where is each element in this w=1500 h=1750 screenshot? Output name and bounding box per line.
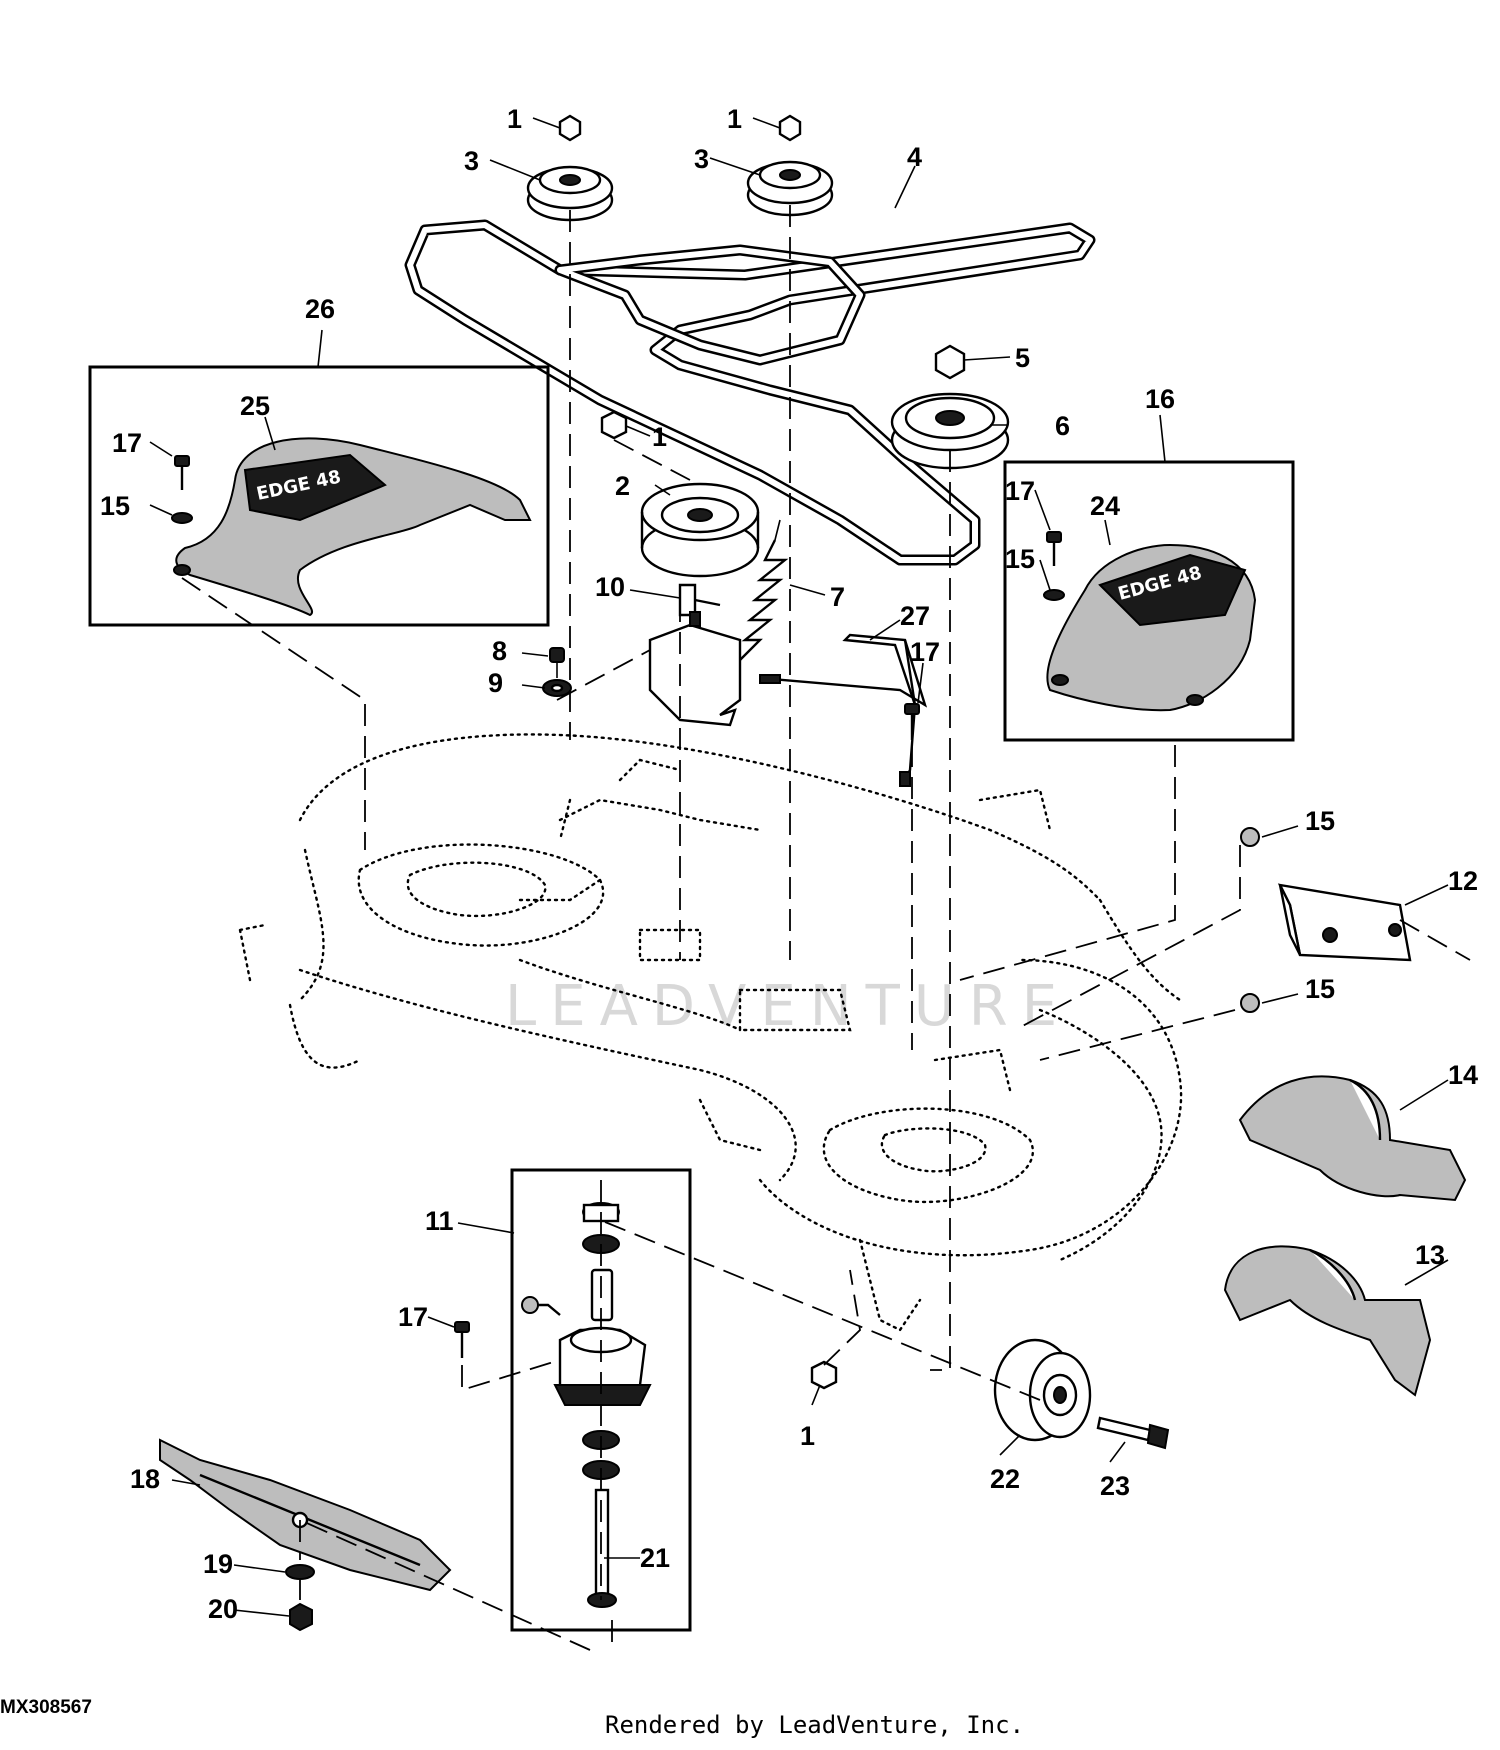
- gauge-wheel: [993, 1338, 1092, 1442]
- watermark: LEADVENTURE: [505, 974, 1071, 1039]
- callout-c18: 18: [130, 1464, 160, 1494]
- callout-c5: 5: [1015, 343, 1030, 373]
- wheel-bolt: [1096, 1416, 1170, 1450]
- callout-c20: 20: [208, 1594, 238, 1624]
- callout-c25: 25: [240, 391, 270, 421]
- callout-c1b: 1: [727, 104, 742, 134]
- callout-c11: 11: [425, 1206, 454, 1236]
- callout-c3a: 3: [464, 146, 479, 176]
- callout-c26: 26: [305, 294, 335, 324]
- mandrel-cover-left: EDGE 48: [173, 437, 532, 617]
- idler-arm-bracket: [648, 583, 742, 727]
- mower-blade: [159, 1438, 452, 1592]
- washer-15a: [171, 512, 193, 524]
- callout-c22: 22: [990, 1464, 1020, 1494]
- nut-20: [289, 1602, 313, 1632]
- callout-c15a: 15: [100, 491, 130, 521]
- screw-17d: [454, 1321, 470, 1358]
- idler-pulley-tensioner: [640, 482, 760, 578]
- callout-c6: 6: [1055, 411, 1070, 441]
- clip-15d: [1240, 993, 1260, 1013]
- callout-c1c: 1: [652, 422, 667, 452]
- callout-labels: 1 1 1 1 3 3 4 5 6 26 25 17 15 2 16 17 24…: [100, 104, 1478, 1624]
- bracket-12: [1277, 883, 1471, 962]
- callout-c4: 4: [907, 142, 922, 172]
- spindle-assembly: [521, 1202, 652, 1608]
- callout-c17c: 17: [910, 637, 940, 667]
- render-credit: Rendered by LeadVenture, Inc.: [605, 1711, 1024, 1739]
- idler-pulley-center: [746, 160, 834, 217]
- mandrel-cover-right: EDGE 48: [1046, 543, 1257, 712]
- clip-15c: [1240, 827, 1260, 847]
- callout-c1d: 1: [800, 1421, 815, 1451]
- callout-leaders: [149, 117, 1449, 1617]
- washer-19: [285, 1564, 315, 1580]
- callout-c7: 7: [830, 582, 845, 612]
- washer-15b: [1043, 589, 1065, 601]
- assembly-lines: [181, 205, 1241, 1651]
- callout-c23: 23: [1100, 1471, 1130, 1501]
- screw-17a: [174, 455, 190, 490]
- callout-c13: 13: [1415, 1240, 1445, 1270]
- screw-17c: [904, 703, 920, 740]
- hex-nut: [558, 114, 838, 1390]
- detail-box-16: [1003, 460, 1295, 742]
- callout-c27: 27: [900, 601, 930, 631]
- deflector-13: [1223, 1245, 1432, 1397]
- detail-box-26: [88, 365, 550, 627]
- drive-pulley: [890, 344, 1010, 470]
- callout-c12: 12: [1448, 866, 1478, 896]
- callout-c1a: 1: [507, 104, 522, 134]
- callout-c17a: 17: [112, 428, 142, 458]
- callout-c16: 16: [1145, 384, 1175, 414]
- callout-c24: 24: [1090, 491, 1120, 521]
- lift-rod: [759, 633, 928, 787]
- callout-c15d: 15: [1305, 974, 1335, 1004]
- callout-c9: 9: [488, 668, 503, 698]
- callout-c17b: 17: [1005, 476, 1035, 506]
- callout-c15b: 15: [1005, 544, 1035, 574]
- callout-c10: 10: [595, 572, 625, 602]
- callout-c19: 19: [203, 1549, 233, 1579]
- mower-deck-outline: [238, 733, 1183, 1332]
- mower-belt: [404, 219, 1096, 566]
- callout-c17d: 17: [398, 1302, 428, 1332]
- deflector-14: [1238, 1075, 1467, 1202]
- callout-c8: 8: [492, 636, 507, 666]
- detail-box-11: [510, 1168, 692, 1632]
- callout-c14: 14: [1448, 1060, 1478, 1090]
- callout-c3b: 3: [694, 144, 709, 174]
- screw-17b: [1046, 531, 1062, 566]
- diagram-id: MX308567: [0, 1697, 92, 1718]
- callout-c21: 21: [640, 1543, 670, 1573]
- callout-c2: 2: [615, 471, 630, 501]
- callout-c15c: 15: [1305, 806, 1335, 836]
